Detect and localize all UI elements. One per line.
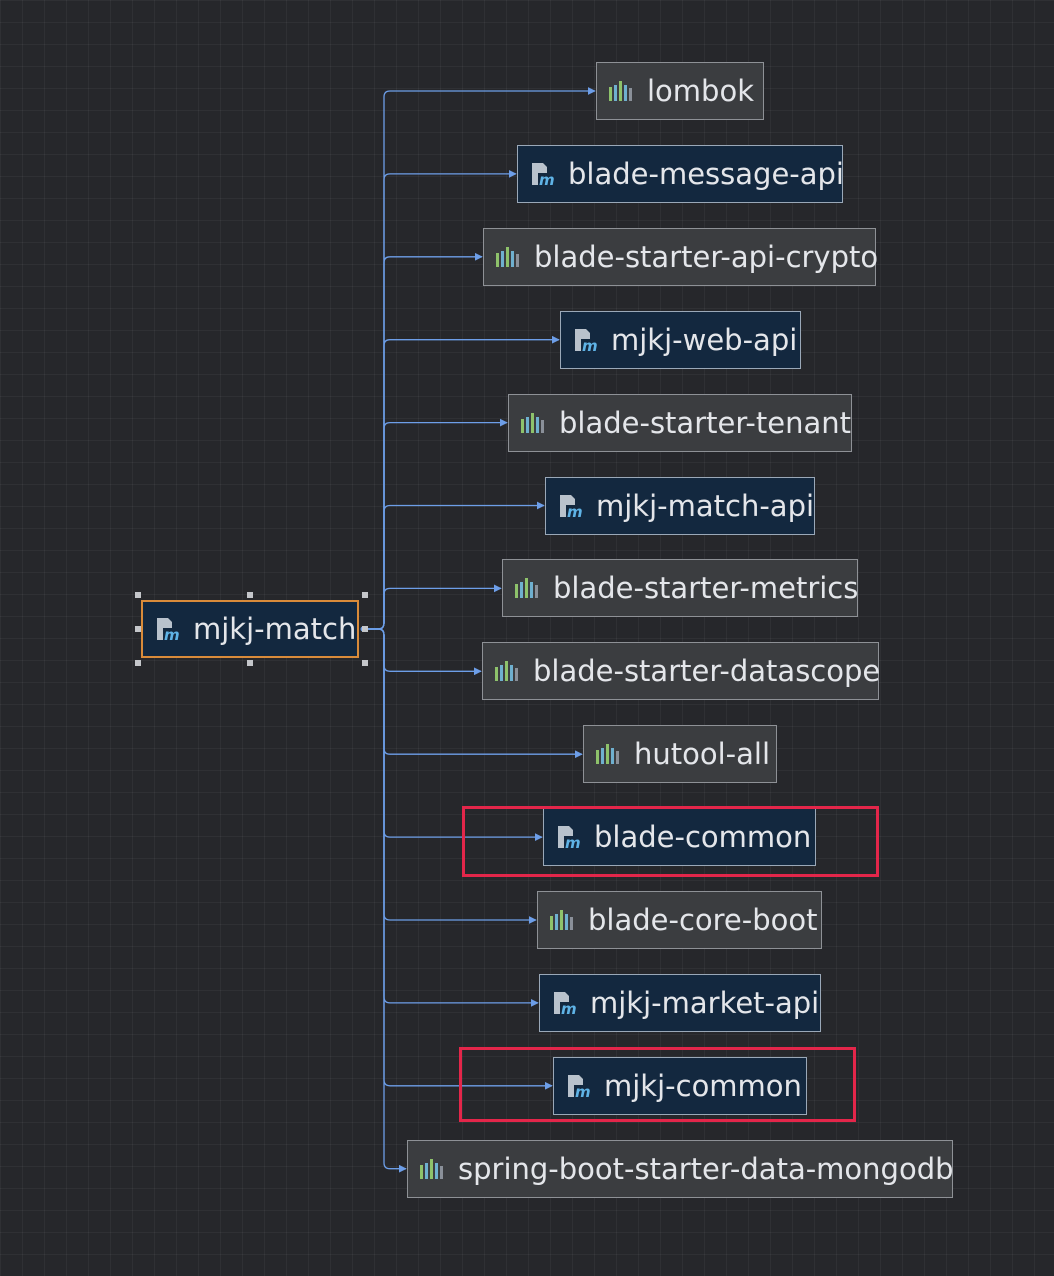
library-icon xyxy=(493,657,521,685)
dependency-node-mjkj-common[interactable]: m mjkj-common xyxy=(553,1057,807,1115)
selection-handle[interactable] xyxy=(135,592,141,598)
maven-module-icon: m xyxy=(556,492,584,520)
dependency-node-blade-starter-api-crypto[interactable]: blade-starter-api-crypto xyxy=(483,228,879,286)
maven-module-icon: m xyxy=(153,615,181,643)
edge-to-blade-starter-metrics[interactable] xyxy=(363,584,502,630)
edge-to-blade-starter-api-crypto[interactable] xyxy=(363,252,483,630)
maven-module-icon: m xyxy=(550,989,578,1017)
library-icon xyxy=(513,574,541,602)
dependency-node-mjkj-market-api[interactable]: m mjkj-market-api xyxy=(539,974,821,1032)
dependency-node-blade-core-boot[interactable]: blade-core-boot xyxy=(537,891,822,949)
dependency-node-mjkj-web-api[interactable]: m mjkj-web-api xyxy=(560,311,801,369)
selection-handle[interactable] xyxy=(362,660,368,666)
node-label: blade-starter-api-crypto xyxy=(534,240,879,274)
root-node-mjkj-match[interactable]: m mjkj-match xyxy=(141,600,359,658)
svg-text:m: m xyxy=(567,503,583,520)
dependency-node-hutool-all[interactable]: hutool-all xyxy=(583,725,777,783)
highlight-box-blade-common xyxy=(462,806,879,877)
dependency-node-blade-common[interactable]: m blade-common xyxy=(543,808,816,866)
library-icon xyxy=(494,243,522,271)
dependency-node-mjkj-match-api[interactable]: m mjkj-match-api xyxy=(545,477,815,535)
node-label: spring-boot-starter-data-mongodb xyxy=(458,1152,954,1186)
maven-module-icon: m xyxy=(571,326,599,354)
node-label: hutool-all xyxy=(634,737,771,771)
node-label: blade-starter-datascope xyxy=(533,654,881,688)
maven-module-icon: m xyxy=(564,1072,592,1100)
dependency-node-lombok[interactable]: lombok xyxy=(596,62,764,120)
svg-text:m: m xyxy=(561,1000,577,1017)
selection-handle[interactable] xyxy=(135,626,141,632)
node-label: mjkj-match-api xyxy=(596,489,815,523)
edge-to-blade-starter-tenant[interactable] xyxy=(363,418,508,630)
dependency-node-spring-boot-starter-data-mongodb[interactable]: spring-boot-starter-data-mongodb xyxy=(407,1140,954,1198)
node-label: blade-common xyxy=(594,820,812,854)
node-label: mjkj-web-api xyxy=(611,323,798,357)
svg-text:m: m xyxy=(582,337,598,354)
maven-module-icon: m xyxy=(554,823,582,851)
library-icon xyxy=(418,1155,446,1183)
selection-handle[interactable] xyxy=(362,592,368,598)
svg-text:m: m xyxy=(164,626,180,643)
svg-text:m: m xyxy=(565,834,581,851)
node-label: mjkj-common xyxy=(604,1069,802,1103)
svg-text:m: m xyxy=(575,1083,591,1100)
dependency-node-blade-message-api[interactable]: m blade-message-api xyxy=(517,145,844,203)
dependency-node-blade-starter-metrics[interactable]: blade-starter-metrics xyxy=(502,559,858,617)
node-label: blade-message-api xyxy=(568,157,844,191)
maven-module-icon: m xyxy=(528,160,556,188)
selection-handle[interactable] xyxy=(135,660,141,666)
node-label: blade-starter-tenant xyxy=(559,406,851,440)
library-icon xyxy=(594,740,622,768)
highlight-box-mjkj-common xyxy=(459,1047,856,1122)
node-label: mjkj-market-api xyxy=(590,986,820,1020)
library-icon xyxy=(519,409,547,437)
selection-handle[interactable] xyxy=(362,626,368,632)
node-label: lombok xyxy=(647,74,754,108)
library-icon xyxy=(548,906,576,934)
selection-handle[interactable] xyxy=(247,592,253,598)
node-label: blade-core-boot xyxy=(588,903,818,937)
selection-handle[interactable] xyxy=(247,660,253,666)
edge-to-blade-starter-datascope[interactable] xyxy=(363,628,482,676)
edge-to-spring-boot-starter-data-mongodb[interactable] xyxy=(363,628,407,1173)
dependency-node-blade-starter-datascope[interactable]: blade-starter-datascope xyxy=(482,642,881,700)
node-label: blade-starter-metrics xyxy=(553,571,859,605)
svg-text:m: m xyxy=(539,171,555,188)
library-icon xyxy=(607,77,635,105)
node-label: mjkj-match xyxy=(193,612,357,646)
dependency-node-blade-starter-tenant[interactable]: blade-starter-tenant xyxy=(508,394,852,452)
